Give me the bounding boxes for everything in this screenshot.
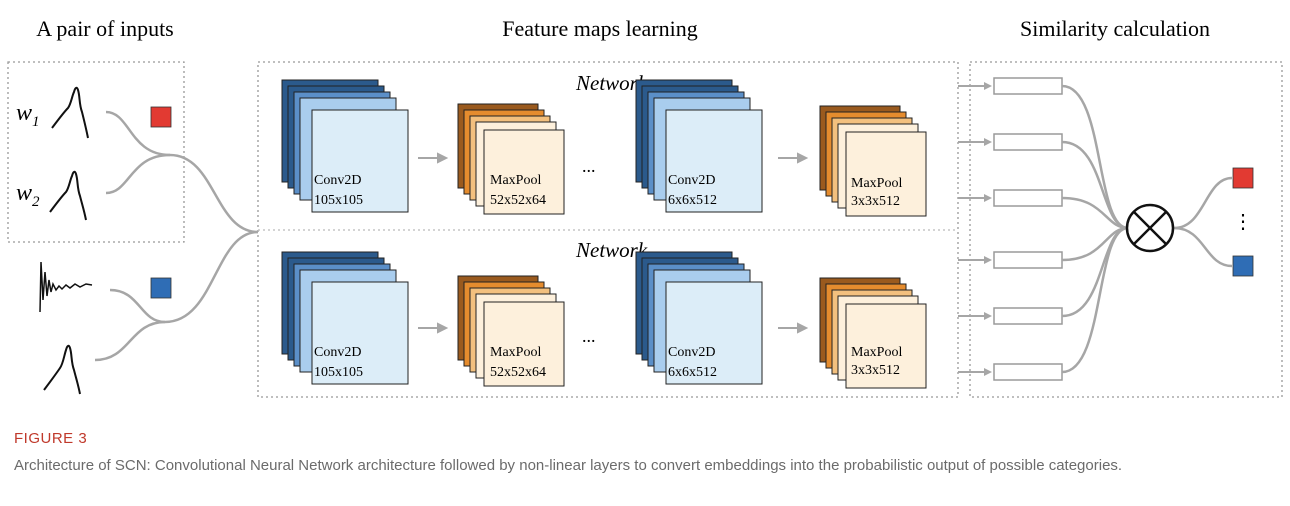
output-ellipsis: ⋮ xyxy=(1233,209,1253,233)
network2-conv1-size: 105x105 xyxy=(314,365,363,380)
network2-pool2-type: MaxPool xyxy=(851,345,902,360)
inputs-title: A pair of inputs xyxy=(36,16,174,41)
dense-arrow-head xyxy=(984,256,992,264)
network1-conv1-stack xyxy=(281,79,409,213)
blue-category-square xyxy=(150,277,172,299)
pool-face xyxy=(845,303,927,389)
layer-arrows xyxy=(418,152,809,334)
dense-arrow-head xyxy=(984,194,992,202)
w1-label: w1 xyxy=(16,100,40,130)
network2-conv2-size: 6x6x512 xyxy=(668,365,717,380)
output-red-square xyxy=(1232,167,1254,189)
merge-connectors xyxy=(1061,84,1233,374)
network1-pool1-stack xyxy=(457,103,565,215)
figure-caption: Architecture of SCN: Convolutional Neura… xyxy=(14,457,1123,474)
network1-pool2-size: 3x3x512 xyxy=(851,194,900,209)
dense-box xyxy=(993,77,1063,95)
pool-face xyxy=(483,129,565,215)
network1-pool1-type: MaxPool xyxy=(490,173,541,188)
network1-ellipsis: ... xyxy=(582,156,596,176)
network1-conv2-type: Conv2D xyxy=(668,173,715,188)
network1-pool1-size: 52x52x64 xyxy=(490,193,546,208)
pool-face xyxy=(483,301,565,387)
waveform-w1-icon xyxy=(51,86,89,139)
feature-maps-frame xyxy=(257,61,959,398)
conv-face xyxy=(665,281,763,385)
features-title: Feature maps learning xyxy=(502,16,698,41)
red-category-square xyxy=(150,106,172,128)
waveform-bottom-icon xyxy=(43,344,81,395)
dense-box xyxy=(993,363,1063,381)
network2-conv1-stack xyxy=(281,251,409,385)
input-connectors xyxy=(94,110,259,362)
inputs-pair-frame xyxy=(7,61,185,243)
network1-conv2-size: 6x6x512 xyxy=(668,193,717,208)
w2-label: w2 xyxy=(16,180,40,210)
dense-layer-rows xyxy=(958,77,1063,381)
similarity-frame xyxy=(969,61,1283,398)
network1-conv1-size: 105x105 xyxy=(314,193,363,208)
multiply-operator-icon xyxy=(1125,203,1175,253)
architecture-diagram: A pair of inputs Feature maps learning S… xyxy=(7,16,1283,398)
network1-pool2-type: MaxPool xyxy=(851,176,902,191)
network2-conv2-type: Conv2D xyxy=(668,345,715,360)
network1-pool2-stack xyxy=(819,105,927,217)
similarity-title: Similarity calculation xyxy=(1020,16,1210,41)
conv-face xyxy=(665,109,763,213)
conv-face xyxy=(311,109,409,213)
dense-arrow-head xyxy=(984,312,992,320)
waveform-noise-icon xyxy=(39,261,93,313)
network2-pool1-stack xyxy=(457,275,565,387)
waveform-w2-icon xyxy=(49,170,87,221)
conv-face xyxy=(311,281,409,385)
dense-arrow-head xyxy=(984,82,992,90)
dense-arrow-head xyxy=(984,368,992,376)
network2-pool1-size: 52x52x64 xyxy=(490,365,546,380)
pool-face xyxy=(845,131,927,217)
dense-arrow-head xyxy=(984,138,992,146)
dense-box xyxy=(993,133,1063,151)
network1-conv1-type: Conv2D xyxy=(314,173,361,188)
network2-ellipsis: ... xyxy=(582,326,596,346)
dense-box xyxy=(993,189,1063,207)
network1-conv2-stack xyxy=(635,79,763,213)
dense-box xyxy=(993,307,1063,325)
network2-conv2-stack xyxy=(635,251,763,385)
figure-label: FIGURE 3 xyxy=(14,430,88,447)
network2-pool2-size: 3x3x512 xyxy=(851,363,900,378)
output-blue-square xyxy=(1232,255,1254,277)
network2-pool2-stack xyxy=(819,277,927,389)
network2-conv1-type: Conv2D xyxy=(314,345,361,360)
network2-pool1-type: MaxPool xyxy=(490,345,541,360)
dense-box xyxy=(993,251,1063,269)
